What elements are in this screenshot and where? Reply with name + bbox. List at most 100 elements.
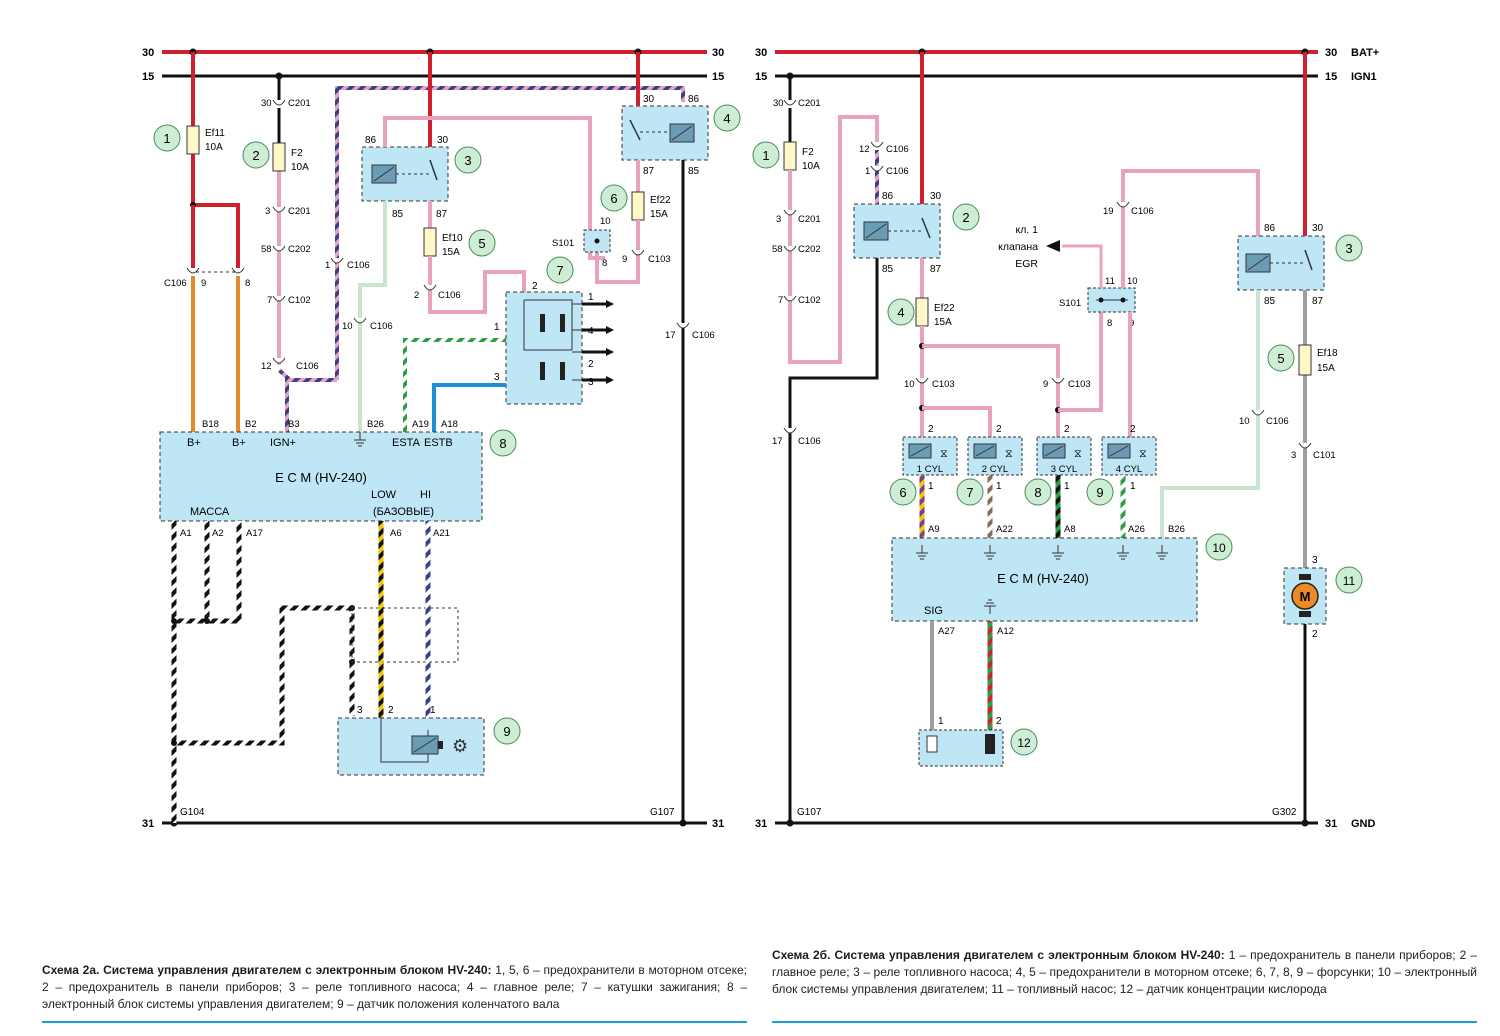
callout-1: 1: [153, 124, 181, 152]
arrow-out: [606, 348, 614, 356]
wire-blue: [432, 383, 506, 432]
connector-cup: [272, 99, 286, 106]
ecm-pin-label: B+: [187, 437, 201, 449]
bus-name: BAT+: [1351, 47, 1379, 59]
connector-cup: [870, 141, 884, 148]
relay-pin: 85: [392, 209, 404, 220]
wiring-diagram: 30 30 15 15 31 31 Ef11 10A C106 9 8 30 C…: [142, 47, 1379, 830]
ecm-pin-label: IGN+: [270, 437, 296, 449]
relay-pin: 85: [688, 166, 700, 177]
connector-label: C102: [798, 295, 821, 306]
egr-label: EGR: [1015, 258, 1038, 270]
motor-pin: 3: [1312, 555, 1318, 566]
svg-text:8: 8: [1034, 485, 1041, 500]
connector-pin: 10: [1239, 416, 1250, 427]
bus-label: 15: [755, 71, 767, 83]
junction-dot: [171, 618, 177, 624]
splice-pin: 10: [1127, 276, 1138, 287]
connector-pin: 10: [342, 321, 353, 332]
relay-switch: [921, 217, 931, 239]
ecm-terminal: A21: [433, 528, 450, 539]
bus-name: GND: [1351, 818, 1376, 830]
fuse-rating: 15A: [1317, 363, 1335, 374]
o2-element: [985, 734, 995, 754]
callout-9: 9: [1086, 478, 1114, 506]
sensor-pole: [438, 741, 443, 749]
left-scheme: 30 30 15 15 31 31 Ef11 10A C106 9 8 30 C…: [142, 47, 741, 830]
junction-dot: [594, 238, 600, 244]
connector-pin: 3: [776, 214, 781, 225]
relay-4: [621, 105, 709, 161]
connector-pin: 58: [261, 244, 272, 255]
crank-sensor: [337, 717, 485, 776]
relay-switch: [429, 159, 438, 181]
connector-label: C201: [288, 98, 311, 109]
relay-pin: 85: [1264, 296, 1276, 307]
ecm-title: E C M (HV-240): [275, 470, 367, 485]
connector-label: C106: [164, 278, 187, 289]
svg-text:A9: A9: [928, 524, 940, 535]
motor-brush: [1299, 574, 1311, 580]
gear-icon: ⚙: [452, 736, 468, 756]
connector-label: C103: [648, 254, 671, 265]
callout-11: 11: [1335, 566, 1363, 594]
connector-cup: [231, 267, 245, 274]
svg-text:1 CYL: 1 CYL: [917, 464, 943, 475]
coil-out-pin: 1: [588, 292, 594, 303]
wire-green-white: [403, 338, 506, 432]
relay-pin: 86: [688, 94, 700, 105]
connector-cup: [1298, 442, 1312, 449]
o2-element: [926, 735, 938, 753]
bus-label: 30: [712, 47, 724, 59]
connector-label: C106: [886, 144, 909, 155]
connector-cup: [783, 99, 797, 106]
svg-text:5: 5: [1277, 351, 1284, 366]
svg-text:1: 1: [163, 131, 170, 146]
ground-label: G107: [650, 807, 675, 818]
fuse-name: Ef22: [650, 195, 671, 206]
connector-label: C106: [1131, 206, 1154, 217]
callout-7: 7: [956, 478, 984, 506]
ecm-massa: МАССА: [190, 506, 230, 518]
sensor-pin: 2: [388, 705, 394, 716]
coil-core: [540, 314, 545, 332]
bus-label: 30: [1325, 47, 1337, 59]
relay-pin: 87: [643, 166, 655, 177]
caption-left: Схема 2а. Система управления двигателем …: [42, 962, 747, 1013]
connector-cup: [1116, 201, 1130, 208]
coil-out-pin: 3: [588, 377, 594, 388]
svg-text:6: 6: [610, 191, 617, 206]
connector-label: C202: [288, 244, 311, 255]
svg-text:2: 2: [996, 424, 1002, 435]
svg-text:10: 10: [1212, 541, 1226, 555]
ecm-bazovye: (БАЗОВЫЕ): [373, 506, 434, 518]
svg-text:7: 7: [556, 263, 563, 278]
connector-label: C201: [288, 206, 311, 217]
connector-pin: 8: [245, 278, 250, 289]
ecm-terminal: B2: [245, 419, 257, 430]
junction-dot: [204, 618, 210, 624]
caption-rule-right: [772, 1021, 1477, 1023]
ecm-terminal: A27: [938, 626, 955, 637]
ground-label: G107: [797, 807, 822, 818]
ignition-coil-block: [505, 291, 583, 405]
connector-label: C101: [1313, 450, 1336, 461]
arrow-out: [606, 326, 614, 334]
wire-pale-green: [1160, 290, 1260, 538]
bus-label: 31: [712, 818, 724, 830]
callout-3: 3: [1335, 234, 1363, 262]
svg-text:9: 9: [503, 724, 510, 739]
ecm-terminal: A19: [412, 419, 429, 430]
ecm-left: [159, 431, 483, 522]
sensor-pin: 1: [430, 705, 436, 716]
callout-2: 2: [952, 203, 980, 231]
svg-text:3 CYL: 3 CYL: [1051, 464, 1077, 475]
relay-pin: 85: [882, 264, 894, 275]
splice-pin: 8: [602, 258, 607, 269]
connector-label: C102: [288, 295, 311, 306]
connector-pin: 12: [859, 144, 870, 155]
relay-coil-line: [865, 223, 887, 239]
ecm-terminal: B3: [288, 419, 300, 430]
connector-label: C201: [798, 98, 821, 109]
connector-label: C103: [1068, 379, 1091, 390]
